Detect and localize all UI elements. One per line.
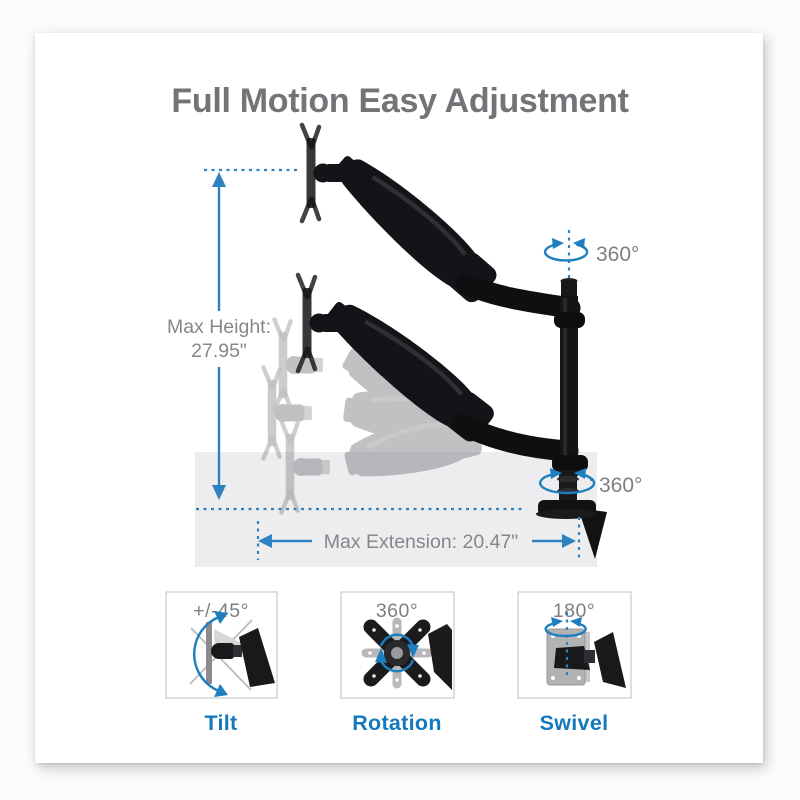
arrow-down: [212, 485, 226, 500]
base-rotation-annotation: 360°: [538, 468, 642, 497]
rotation-label: Rotation: [352, 711, 442, 735]
base-rotation-label: 360°: [599, 474, 642, 497]
max-height-measurement: Max Height: 27.95": [167, 168, 299, 500]
rotation-icon: [361, 617, 452, 690]
pole-assembly: [536, 278, 607, 559]
feature-box-swivel: 180° Swivel: [517, 591, 632, 735]
max-extension-label: Max Extension: 20.47": [324, 531, 519, 553]
pole-rotation-annotation: 360°: [543, 230, 639, 280]
tilt-value: +/-45°: [193, 600, 249, 622]
feature-box-tilt: +/-45° Tilt: [165, 591, 278, 735]
clamp-spike: [578, 508, 607, 559]
page-title: Full Motion Easy Adjustment: [171, 82, 628, 120]
swivel-value: 180°: [553, 600, 595, 622]
swivel-label: Swivel: [540, 711, 609, 735]
rotation-value: 360°: [376, 600, 418, 622]
rotate-arrow-icon: [552, 238, 564, 249]
tilt-label: Tilt: [204, 711, 237, 735]
max-height-label: Max Height:: [167, 316, 271, 338]
swivel-icon: [544, 612, 626, 688]
max-height-value: 27.95": [191, 340, 247, 362]
rotate-arrow-icon: [574, 468, 586, 479]
pole-rotation-label: 360°: [596, 243, 639, 266]
rotate-arrow-icon: [573, 238, 585, 249]
rotate-arrow-icon: [550, 468, 562, 479]
upper-link-arm: [455, 273, 581, 319]
max-extension-measurement: Max Extension: 20.47": [256, 517, 581, 560]
lower-link-arm: [451, 413, 579, 462]
arrow-left: [258, 534, 272, 548]
feature-box-rotation: 360° Rotation: [340, 591, 455, 735]
arrow-up: [212, 172, 226, 187]
tilt-icon: [189, 611, 275, 697]
arrow-right: [562, 534, 576, 548]
